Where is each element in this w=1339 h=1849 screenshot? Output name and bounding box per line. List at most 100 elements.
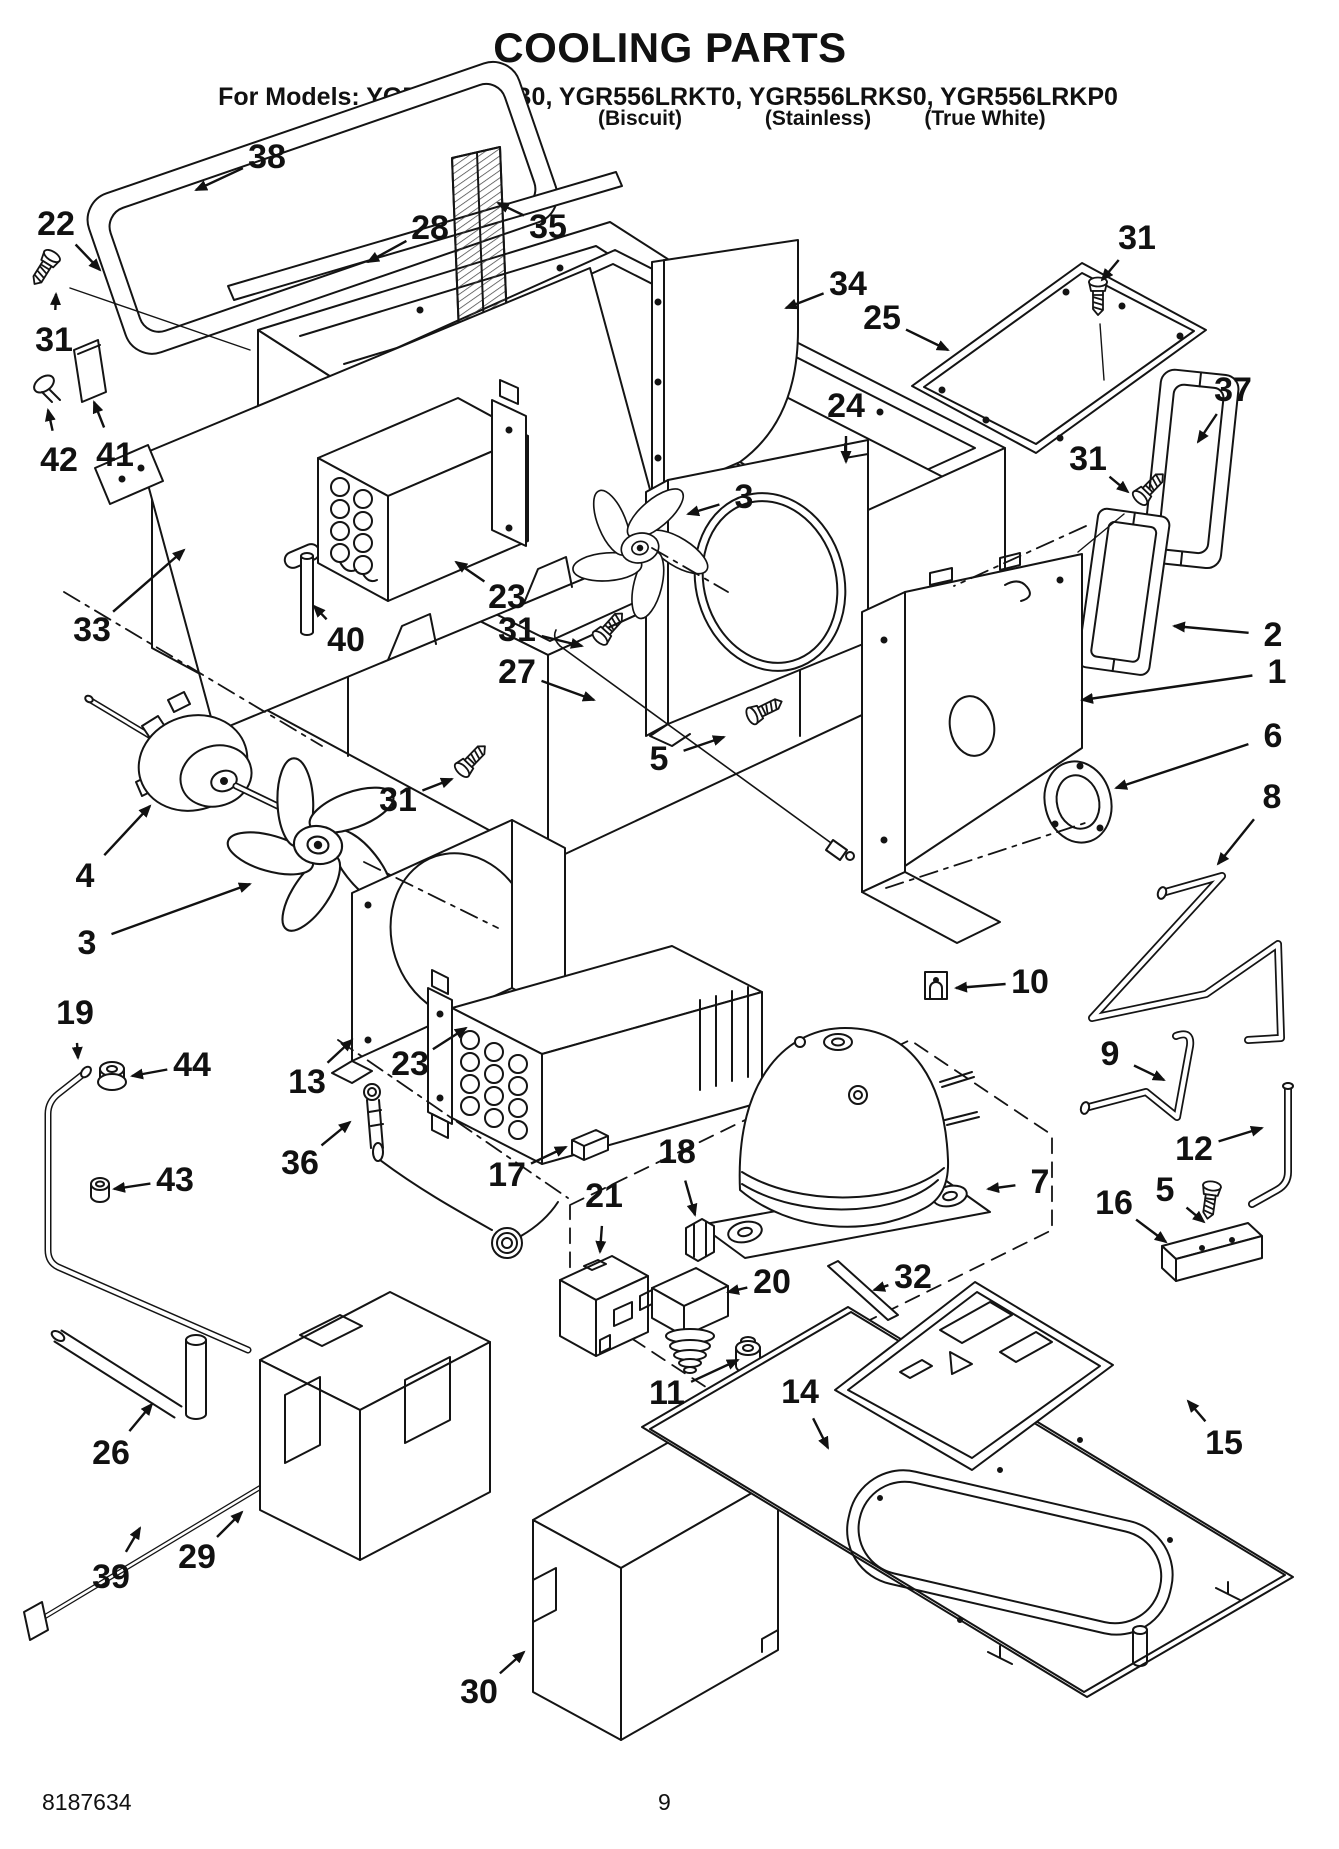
callout-31: 31 [1118, 219, 1156, 257]
callout-arrow-26 [128, 1402, 154, 1432]
part-23-evaporator [427, 945, 763, 1165]
callout-29: 29 [178, 1538, 216, 1576]
callout-arrow-21 [595, 1225, 607, 1254]
part-12-tube [1248, 1082, 1294, 1208]
callout-arrow-28 [366, 239, 407, 264]
page-title: COOLING PARTS [493, 24, 847, 71]
callout-30: 30 [460, 1673, 498, 1711]
callout-arrow-43 [112, 1181, 151, 1193]
callout-3: 3 [735, 478, 754, 516]
callout-arrow-34 [784, 292, 825, 310]
part-17-block [571, 1129, 609, 1161]
callout-5: 5 [650, 740, 669, 778]
part-39-rod [23, 1464, 301, 1641]
part-19-tube [44, 1065, 252, 1354]
part-44-grommet [97, 1061, 127, 1091]
callout-arrow-3 [111, 882, 252, 936]
callout-14: 14 [781, 1373, 819, 1411]
callout-11: 11 [649, 1374, 685, 1412]
callout-4: 4 [76, 857, 95, 895]
callout-arrow-31 [421, 777, 454, 792]
part-41-pad [73, 339, 107, 403]
callout-arrow-38 [194, 167, 244, 192]
callout-8: 8 [1263, 778, 1282, 816]
part-20-overload [639, 1267, 729, 1374]
callout-arrow-13 [326, 1038, 354, 1064]
callout-41: 41 [96, 436, 134, 474]
callout-33: 33 [73, 611, 111, 649]
callout-arrow-8 [1216, 818, 1255, 866]
callout-arrow-9 [1133, 1064, 1166, 1082]
callout-17: 17 [488, 1156, 526, 1194]
callout-22: 22 [37, 205, 75, 243]
callout-arrow-44 [130, 1068, 168, 1080]
callout-arrow-3 [686, 503, 720, 517]
callout-7: 7 [1031, 1163, 1050, 1201]
finish-label: (Biscuit) [598, 107, 682, 130]
callout-arrow-19 [71, 1042, 83, 1060]
callout-arrow-10 [954, 981, 1006, 993]
callout-arrow-23 [432, 1026, 468, 1051]
part-27-wire [553, 629, 855, 861]
part-42-plug [33, 374, 61, 403]
callout-13: 13 [288, 1063, 326, 1101]
callout-43: 43 [156, 1161, 194, 1199]
callout-26: 26 [92, 1434, 130, 1472]
callout-42: 42 [40, 441, 78, 479]
callout-31: 31 [498, 611, 536, 649]
callout-15: 15 [1205, 1424, 1243, 1462]
part-26-drain-tube [50, 1329, 207, 1420]
part-9-tube [1079, 1030, 1195, 1121]
part-21-relay [559, 1255, 649, 1357]
part-7-compressor [699, 1027, 991, 1259]
part-32-strip [827, 1260, 899, 1321]
callout-23: 23 [391, 1045, 429, 1083]
callout-arrow-4 [103, 804, 152, 857]
callout-35: 35 [529, 208, 567, 246]
callout-21: 21 [585, 1177, 623, 1215]
part-2-frame [1077, 507, 1171, 676]
callout-12: 12 [1175, 1130, 1213, 1168]
callout-25: 25 [863, 299, 901, 337]
page-number: 9 [658, 1789, 671, 1815]
part-15-tray [834, 1281, 1114, 1471]
callout-37: 37 [1214, 371, 1252, 409]
callout-arrow-30 [499, 1650, 526, 1675]
callout-arrow-1 [1080, 674, 1253, 704]
part-10-clip [924, 971, 948, 1000]
callout-arrow-35 [496, 201, 525, 217]
callout-arrow-7 [986, 1182, 1016, 1193]
callout-arrow-31 [1100, 259, 1120, 282]
callout-24: 24 [827, 387, 865, 425]
document-number: 8187634 [42, 1789, 132, 1815]
callout-arrow-31 [50, 292, 62, 311]
part-36-thermostat [363, 1083, 559, 1259]
finish-label: (True White) [924, 107, 1046, 130]
part-23-condenser [317, 379, 529, 602]
callout-arrow-20 [726, 1284, 748, 1295]
callout-27: 27 [498, 653, 536, 691]
callout-28: 28 [411, 209, 449, 247]
part-43-grommet [90, 1177, 110, 1203]
callout-39: 39 [92, 1558, 130, 1596]
callout-arrow-18 [684, 1180, 698, 1217]
callout-5: 5 [1156, 1171, 1175, 1209]
callout-arrow-23 [454, 560, 486, 583]
callout-34: 34 [829, 265, 867, 303]
callout-arrow-5 [683, 735, 726, 752]
callout-arrow-31 [1108, 475, 1130, 494]
part-18-clip [685, 1218, 715, 1262]
axis-lines [63, 525, 1089, 1199]
callout-arrow-25 [905, 328, 950, 352]
callout-arrow-6 [1114, 742, 1249, 790]
callout-arrow-33 [112, 548, 186, 613]
callout-3: 3 [78, 924, 97, 962]
callout-arrow-29 [216, 1510, 244, 1538]
callout-6: 6 [1264, 717, 1283, 755]
part-25-plate [911, 262, 1207, 454]
callout-23: 23 [488, 578, 526, 616]
part-4-motor [84, 691, 296, 817]
callout-arrow-14 [812, 1417, 830, 1450]
